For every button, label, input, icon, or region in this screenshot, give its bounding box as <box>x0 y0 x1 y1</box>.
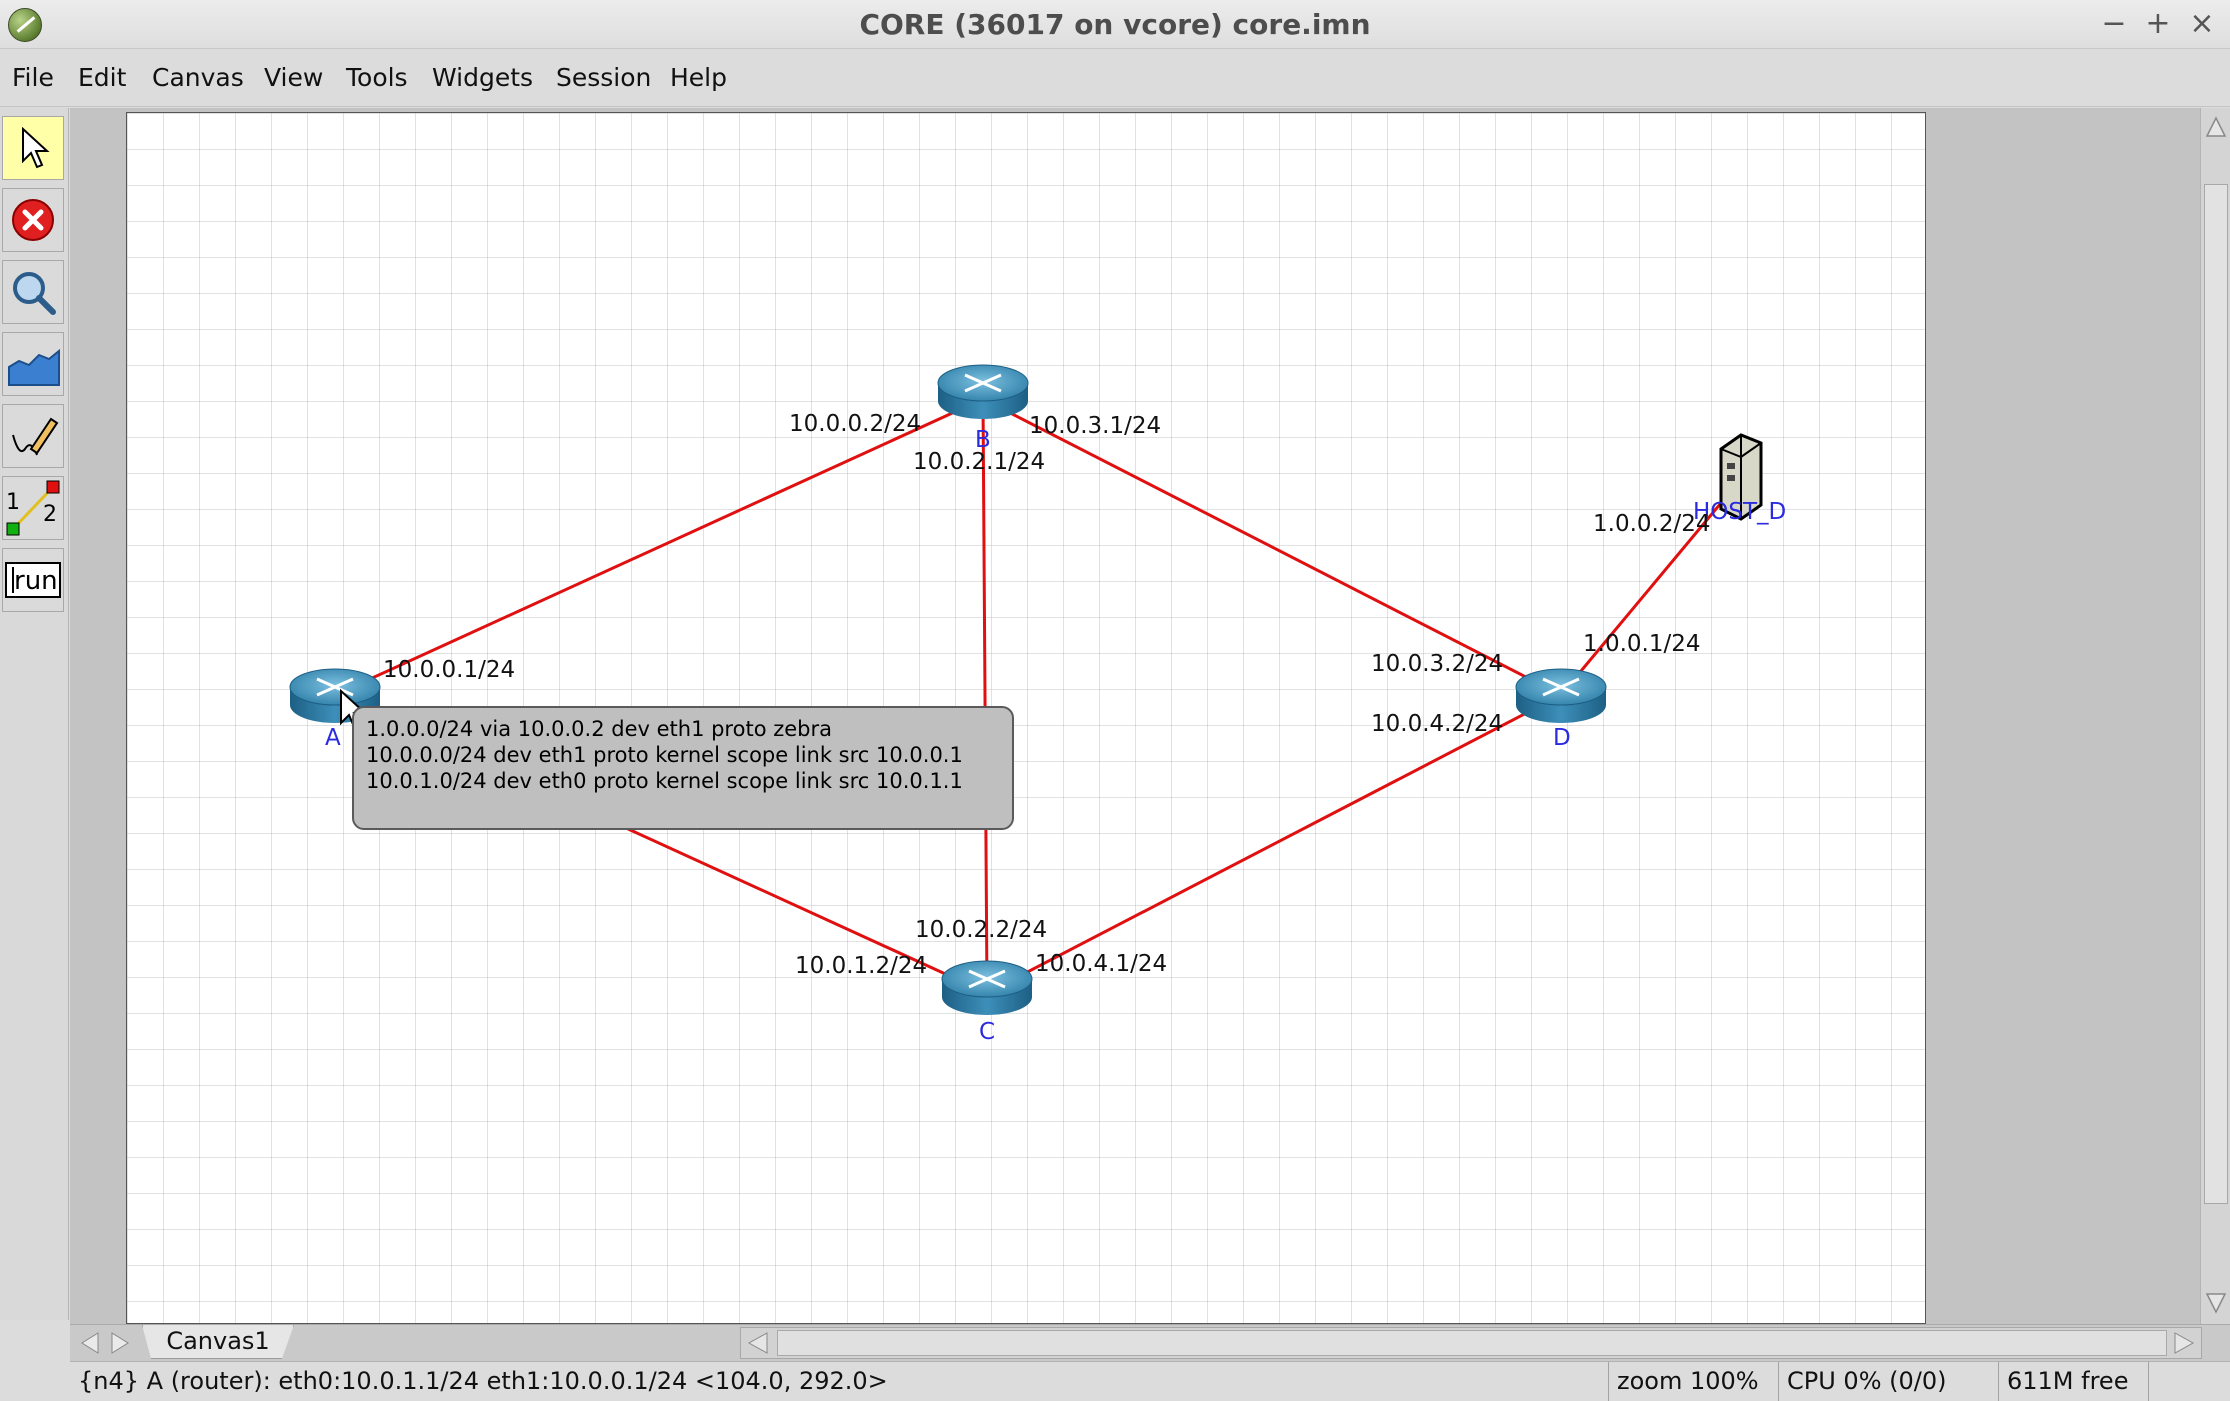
iface-label-d-host: 1.0.0.1/24 <box>1583 631 1701 657</box>
iface-label-c-b: 10.0.2.2/24 <box>915 917 1048 943</box>
router-d-icon[interactable] <box>1515 668 1607 723</box>
status-zoom: zoom 100% <box>1608 1362 1778 1401</box>
iface-label-d-c: 10.0.4.2/24 <box>1371 711 1504 737</box>
host-server-icon[interactable] <box>1719 433 1763 521</box>
iface-label-c-d: 10.0.4.1/24 <box>1035 951 1168 977</box>
menu-edit[interactable]: Edit <box>78 63 127 92</box>
menu-widgets[interactable]: Widgets <box>432 63 534 92</box>
menu-bar: File Edit Canvas View Tools Widgets Sess… <box>0 49 2230 107</box>
scroll-down-icon[interactable] <box>2201 1288 2230 1318</box>
horizontal-scroll-thumb[interactable] <box>777 1330 2167 1356</box>
iface-label-b-d: 10.0.3.1/24 <box>1029 413 1162 439</box>
iface-label-c-a: 10.0.1.2/24 <box>795 953 928 979</box>
stop-icon <box>12 199 54 241</box>
vertical-scroll-thumb[interactable] <box>2204 184 2228 1204</box>
iface-label-d-b: 10.0.3.2/24 <box>1371 651 1504 677</box>
status-empty <box>2148 1362 2230 1401</box>
left-toolbar: 1 2 run <box>0 108 69 1320</box>
menu-file[interactable]: File <box>12 63 54 92</box>
menu-session[interactable]: Session <box>556 63 652 92</box>
select-tool-button[interactable] <box>2 116 64 180</box>
route-line-2: 10.0.0.0/24 dev eth1 proto kernel scope … <box>366 743 963 767</box>
scroll-left-icon[interactable] <box>743 1329 773 1357</box>
status-cpu: CPU 0% (0/0) <box>1778 1362 1998 1401</box>
observer-widget-button[interactable] <box>2 260 64 324</box>
two-node-label-b: 2 <box>43 502 57 527</box>
menu-view[interactable]: View <box>264 63 324 92</box>
scroll-right-icon[interactable] <box>2169 1329 2199 1357</box>
status-bar: {n4} A (router): eth0:10.0.1.1/24 eth1:1… <box>70 1361 2230 1401</box>
plot-tool-button[interactable] <box>2 332 64 396</box>
route-line-1: 1.0.0.0/24 via 10.0.0.2 dev eth1 proto z… <box>366 717 832 741</box>
maximize-button[interactable]: + <box>2145 6 2171 41</box>
marker-tool-button[interactable] <box>2 404 64 468</box>
two-node-label-a: 1 <box>6 490 20 515</box>
vertical-scrollbar[interactable] <box>2200 108 2230 1324</box>
status-node-info: {n4} A (router): eth0:10.0.1.1/24 eth1:1… <box>78 1367 888 1395</box>
link-a-b[interactable] <box>334 397 984 697</box>
link-c-d[interactable] <box>986 693 1562 995</box>
node-label-a: A <box>325 725 341 751</box>
run-label: run <box>14 566 58 596</box>
menu-canvas[interactable]: Canvas <box>152 63 244 92</box>
iface-label-a-b: 10.0.0.1/24 <box>383 657 516 683</box>
canvas-tab-bar: Canvas1 <box>70 1324 2230 1361</box>
two-node-tool-button[interactable]: 1 2 <box>2 476 64 540</box>
status-memory: 611M free <box>1998 1362 2148 1401</box>
chart-icon <box>8 348 60 386</box>
stop-session-button[interactable] <box>2 188 64 252</box>
route-line-3: 10.0.1.0/24 dev eth0 proto kernel scope … <box>366 769 963 793</box>
pencil-icon <box>12 417 59 456</box>
menu-tools[interactable]: Tools <box>346 63 408 92</box>
run-tool-button[interactable]: run <box>2 548 64 612</box>
magnifier-icon <box>13 272 56 315</box>
tab-canvas1[interactable]: Canvas1 <box>142 1325 294 1359</box>
link-b-c[interactable] <box>981 398 989 994</box>
horizontal-scrollbar[interactable] <box>740 1327 2202 1359</box>
run-text-icon: run <box>5 562 61 598</box>
two-node-link-icon: 1 2 <box>6 480 60 536</box>
iface-label-b-c: 10.0.2.1/24 <box>913 449 1046 475</box>
node-label-c: C <box>979 1019 996 1045</box>
node-label-host-d: HOST_D <box>1693 499 1787 525</box>
tab-right-arrow-icon[interactable] <box>106 1329 134 1357</box>
arrow-cursor-icon <box>22 126 50 169</box>
route-tooltip: 1.0.0.0/24 via 10.0.0.2 dev eth1 proto z… <box>352 706 1014 830</box>
window-title: CORE (36017 on vcore) core.imn <box>859 8 1371 41</box>
router-b-icon[interactable] <box>937 364 1029 419</box>
scroll-up-icon[interactable] <box>2201 112 2230 142</box>
menu-help[interactable]: Help <box>670 63 727 92</box>
link-b-d[interactable] <box>982 397 1562 697</box>
link-d-host[interactable] <box>1559 478 1743 696</box>
node-label-d: D <box>1553 725 1571 751</box>
router-c-icon[interactable] <box>941 960 1033 1015</box>
node-label-b: B <box>975 427 991 453</box>
core-app-icon <box>8 8 42 42</box>
minimize-button[interactable]: − <box>2101 6 2127 41</box>
iface-label-b-a: 10.0.0.2/24 <box>789 411 922 437</box>
close-button[interactable]: × <box>2189 6 2215 41</box>
tab-left-arrow-icon[interactable] <box>76 1329 104 1357</box>
title-bar: CORE (36017 on vcore) core.imn − + × <box>0 0 2230 49</box>
iface-label-host-d: 1.0.0.2/24 <box>1593 511 1711 537</box>
